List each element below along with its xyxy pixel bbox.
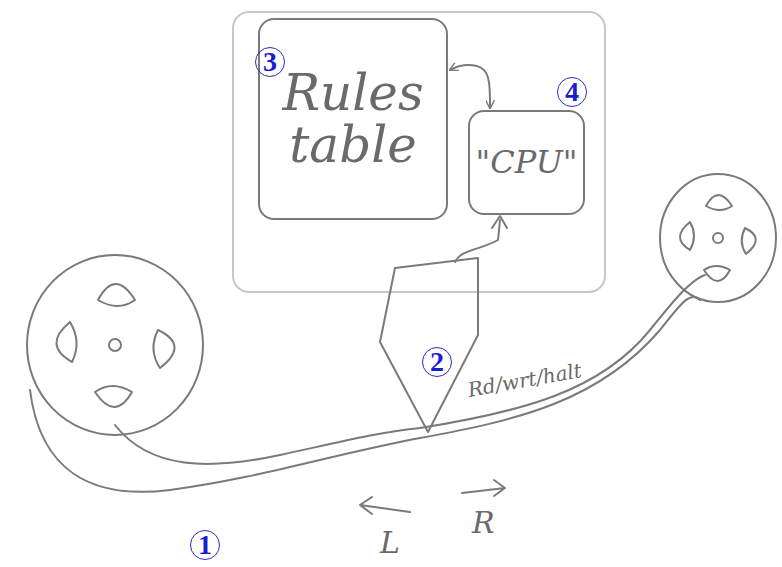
tape-reel	[660, 174, 776, 302]
callout-number: 1	[190, 530, 220, 560]
callout-number: 2	[422, 347, 452, 377]
annotation-text: R	[472, 505, 495, 540]
machine-enclosure	[233, 12, 605, 292]
read-write-head	[380, 258, 478, 432]
right-arrow	[462, 480, 505, 496]
arrowhead	[492, 216, 507, 228]
annotation-text: Rd/wrt/halt	[466, 358, 584, 402]
box-label: Rules table	[260, 67, 446, 172]
tape	[115, 275, 705, 464]
annotation-text: L	[380, 525, 400, 560]
tape	[30, 297, 700, 492]
process-box: Rules table	[258, 18, 448, 220]
left-arrow	[360, 497, 410, 514]
tape-reel	[27, 255, 203, 435]
callout-number: 4	[557, 77, 587, 107]
process-box: "CPU"	[468, 110, 585, 215]
callout-number: 3	[255, 47, 285, 77]
box-label: "CPU"	[476, 146, 578, 180]
connector-arrow	[450, 65, 490, 108]
